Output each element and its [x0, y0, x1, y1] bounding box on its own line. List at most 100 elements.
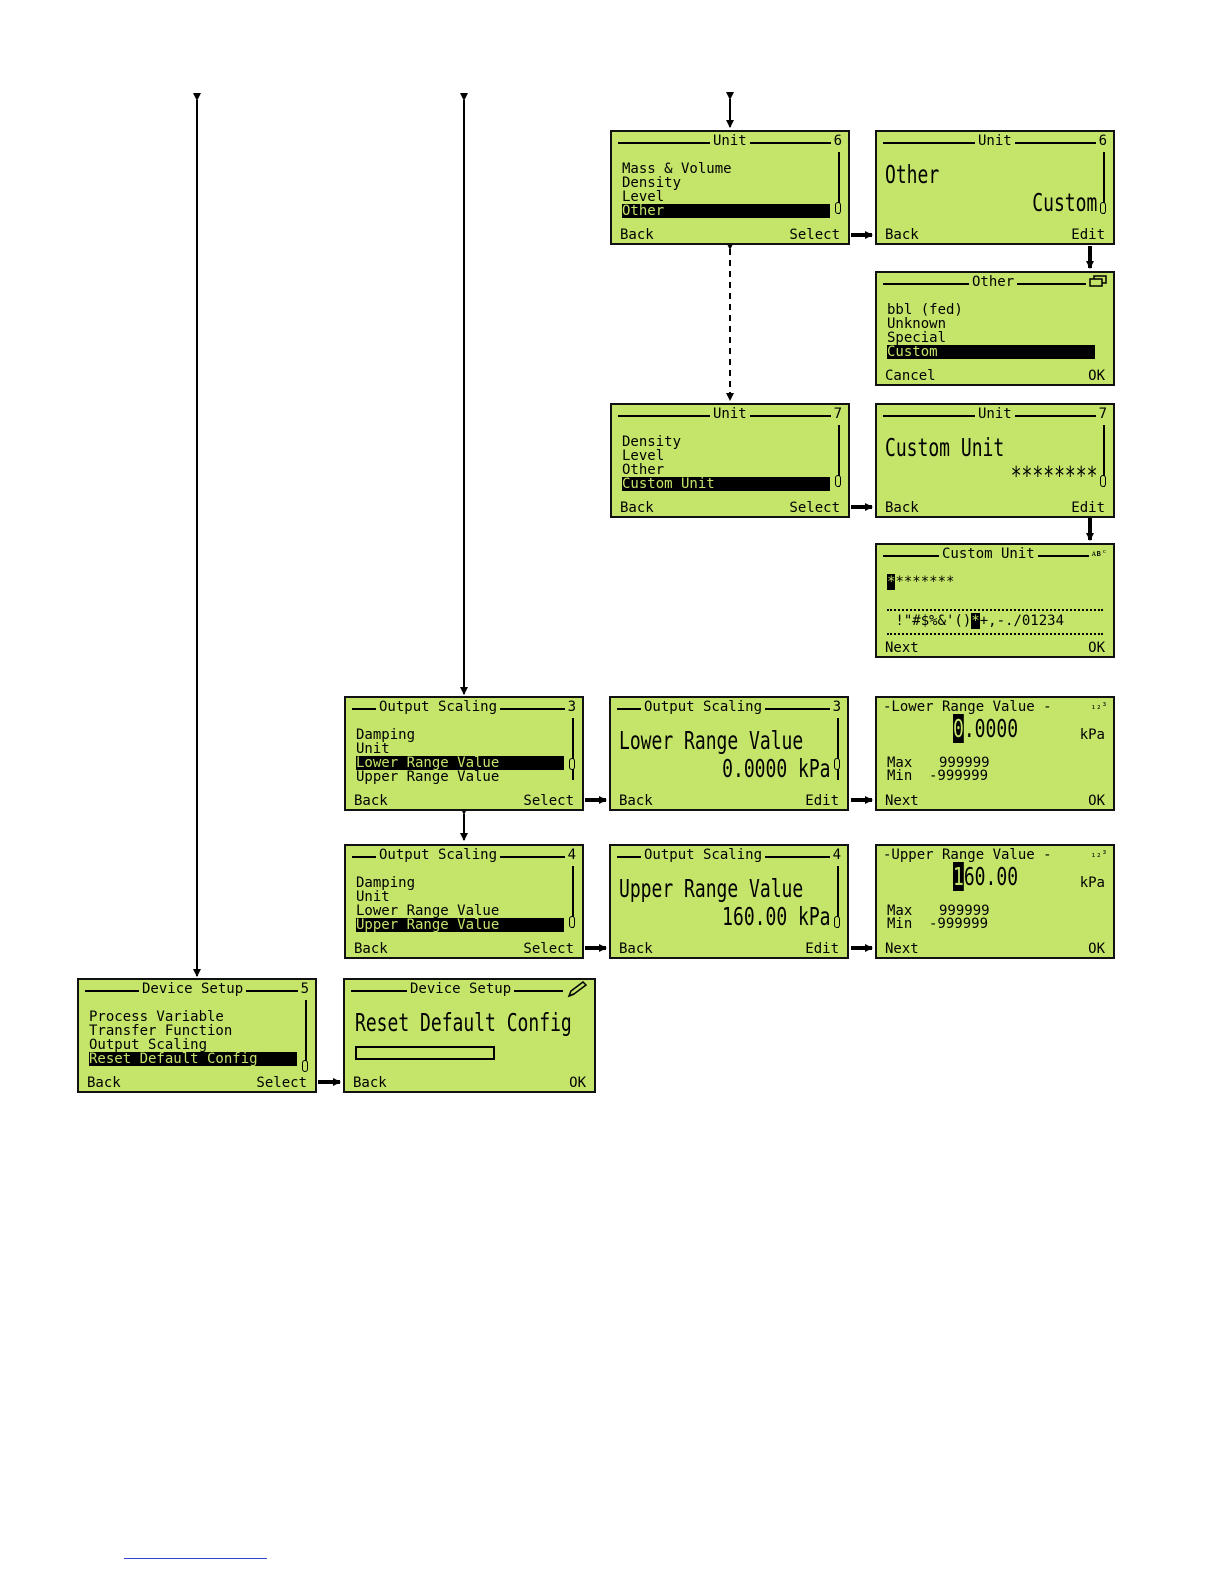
- back-softkey[interactable]: Back: [885, 227, 919, 243]
- scroll-thumb[interactable]: [569, 916, 575, 928]
- edit-softkey[interactable]: Edit: [805, 793, 839, 809]
- menu-item[interactable]: Density: [622, 434, 682, 450]
- scroll-thumb[interactable]: [834, 758, 840, 770]
- menu-item-selected[interactable]: Lower Range Value: [356, 756, 564, 770]
- menu-item[interactable]: Transfer Function: [89, 1023, 233, 1039]
- scroll-thumb[interactable]: [835, 202, 841, 214]
- screen-title: Unit: [975, 134, 1015, 148]
- menu-item-selected[interactable]: Custom: [887, 345, 1095, 359]
- scrollbar[interactable]: [838, 152, 840, 214]
- screen-index: 3: [564, 700, 576, 714]
- parameter-value: 0.0000 kPa: [722, 754, 831, 783]
- numeric-entry-field[interactable]: 0.0000: [953, 714, 1018, 743]
- edit-softkey[interactable]: Edit: [1071, 227, 1105, 243]
- scrollbar[interactable]: [837, 718, 839, 780]
- menu-item[interactable]: Output Scaling: [89, 1037, 208, 1053]
- scroll-thumb[interactable]: [834, 916, 840, 928]
- ok-softkey[interactable]: OK: [1088, 941, 1105, 957]
- menu-item[interactable]: Lower Range Value: [356, 903, 500, 919]
- select-softkey[interactable]: Select: [523, 941, 574, 957]
- select-softkey[interactable]: Select: [789, 500, 840, 516]
- menu-item[interactable]: Level: [622, 189, 665, 205]
- ok-softkey[interactable]: OK: [569, 1075, 586, 1091]
- screen-device-setup-reset: Device Setup Reset Default Config Back O…: [343, 978, 596, 1093]
- menu-item[interactable]: Special: [887, 330, 947, 346]
- screen-title: Output Scaling: [641, 700, 766, 714]
- menu-item[interactable]: Unknown: [887, 316, 947, 332]
- back-softkey[interactable]: Back: [620, 227, 654, 243]
- select-softkey[interactable]: Select: [523, 793, 574, 809]
- menu-item-selected[interactable]: Custom Unit: [622, 477, 830, 491]
- scrollbar[interactable]: [1103, 152, 1105, 214]
- menu-item[interactable]: Unit: [356, 889, 390, 905]
- menu-item-selected[interactable]: Upper Range Value: [356, 918, 564, 932]
- entry-cursor: 1: [953, 862, 964, 891]
- menu-item[interactable]: Damping: [356, 875, 416, 891]
- abc-icon: ᴀʙᶜ: [1088, 547, 1107, 561]
- back-softkey[interactable]: Back: [354, 793, 388, 809]
- screen-header: Other: [883, 275, 1107, 291]
- scrollbar[interactable]: [1103, 425, 1105, 487]
- ok-softkey[interactable]: OK: [1088, 640, 1105, 656]
- ok-softkey[interactable]: OK: [1088, 368, 1105, 384]
- screen-output-scaling4-list: Output Scaling 4 Damping Unit Lower Rang…: [344, 844, 584, 959]
- charset-before: !"#$%&'(): [887, 613, 972, 629]
- menu-item[interactable]: Upper Range Value: [356, 769, 500, 785]
- screen-header: Device Setup 5: [85, 982, 309, 998]
- ok-softkey[interactable]: OK: [1088, 793, 1105, 809]
- screen-title: Unit: [710, 407, 750, 421]
- screen-title: Unit: [710, 134, 750, 148]
- back-softkey[interactable]: Back: [87, 1075, 121, 1091]
- numeric-entry-field[interactable]: 160.00: [953, 862, 1019, 891]
- menu-item-selected[interactable]: Other: [622, 204, 830, 218]
- menu-item[interactable]: Damping: [356, 727, 416, 743]
- numeric-123-icon: ₁₂³: [1087, 848, 1107, 862]
- screen-title: -Lower Range Value -: [883, 700, 1055, 714]
- back-softkey[interactable]: Back: [885, 500, 919, 516]
- cancel-softkey[interactable]: Cancel: [885, 368, 936, 384]
- edit-softkey[interactable]: Edit: [805, 941, 839, 957]
- menu-item[interactable]: Other: [622, 462, 665, 478]
- parameter-value: 160.00 kPa: [722, 902, 831, 931]
- menu-item[interactable]: Level: [622, 448, 665, 464]
- scroll-thumb[interactable]: [302, 1060, 308, 1072]
- charset-selector[interactable]: !"#$%&'()*+,-./01234: [887, 609, 1103, 635]
- back-softkey[interactable]: Back: [619, 793, 653, 809]
- menu-item[interactable]: Unit: [356, 741, 390, 757]
- back-softkey[interactable]: Back: [353, 1075, 387, 1091]
- screen-header: Unit 6: [618, 134, 842, 150]
- scrollbar[interactable]: [838, 425, 840, 487]
- text-entry-field[interactable]: ********: [887, 574, 954, 590]
- menu-item-selected[interactable]: Reset Default Config: [89, 1052, 297, 1066]
- entry-value: 60.00: [963, 862, 1019, 891]
- scroll-thumb[interactable]: [835, 475, 841, 487]
- scroll-thumb[interactable]: [569, 758, 575, 770]
- select-softkey[interactable]: Select: [789, 227, 840, 243]
- menu-item[interactable]: Process Variable: [89, 1009, 224, 1025]
- scroll-thumb[interactable]: [1100, 202, 1106, 214]
- next-softkey[interactable]: Next: [885, 640, 919, 656]
- screen-lower-range-value-entry: -Lower Range Value - ₁₂³ 0.0000 kPa Max …: [875, 696, 1115, 811]
- menu-item[interactable]: Density: [622, 175, 682, 191]
- scrollbar[interactable]: [572, 718, 574, 780]
- next-softkey[interactable]: Next: [885, 941, 919, 957]
- back-softkey[interactable]: Back: [620, 500, 654, 516]
- menu-item[interactable]: Mass & Volume: [622, 161, 732, 177]
- next-softkey[interactable]: Next: [885, 793, 919, 809]
- scrollbar[interactable]: [572, 866, 574, 928]
- screen-title: -Upper Range Value -: [883, 848, 1055, 862]
- parameter-label: Upper Range Value: [619, 874, 804, 903]
- menu-item[interactable]: bbl (fed): [887, 302, 963, 318]
- scroll-thumb[interactable]: [1100, 475, 1106, 487]
- scrollbar[interactable]: [305, 1000, 307, 1062]
- screen-unit6-list: Unit 6 Mass & Volume Density Level Other…: [610, 130, 850, 245]
- scrollbar[interactable]: [837, 866, 839, 928]
- edit-softkey[interactable]: Edit: [1071, 500, 1105, 516]
- min-label: Min: [887, 916, 913, 932]
- screen-output-scaling3-edit: Output Scaling 3 Lower Range Value 0.000…: [609, 696, 849, 811]
- back-softkey[interactable]: Back: [619, 941, 653, 957]
- back-softkey[interactable]: Back: [354, 941, 388, 957]
- unit-label: kPa: [1079, 727, 1105, 743]
- select-softkey[interactable]: Select: [256, 1075, 307, 1091]
